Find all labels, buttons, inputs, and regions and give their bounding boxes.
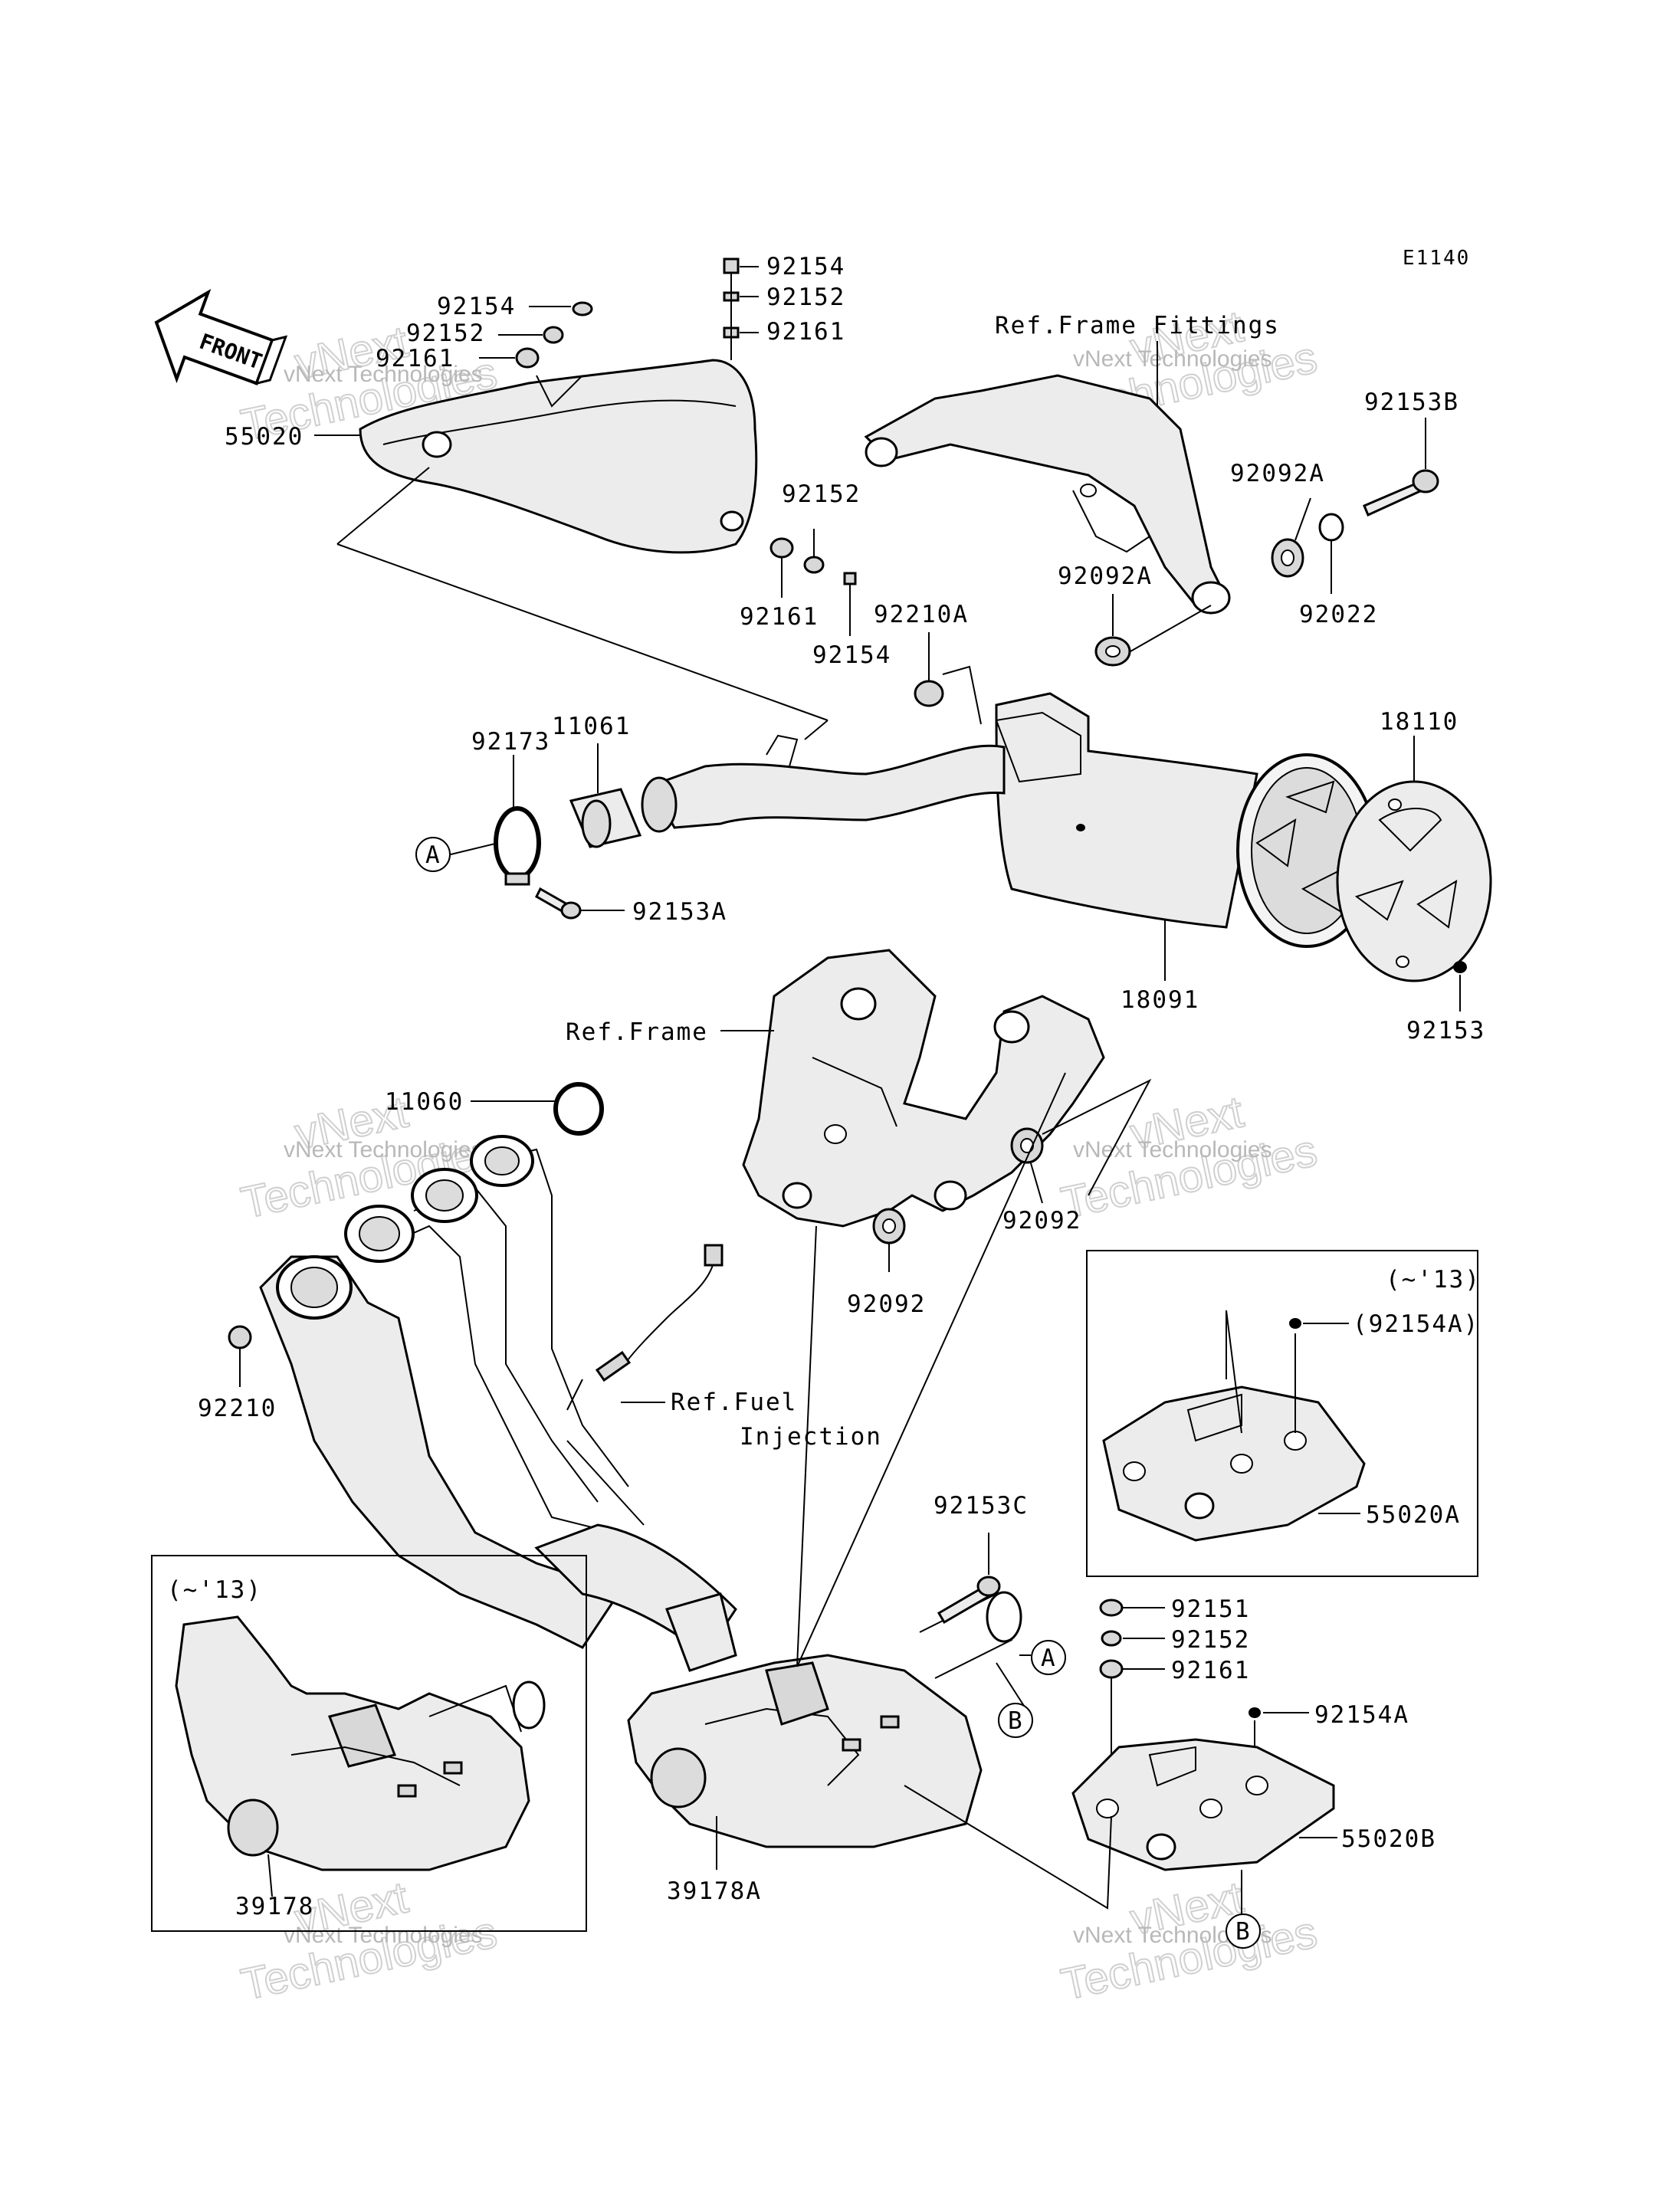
svg-text:vNext Technologies: vNext Technologies — [284, 1923, 483, 1948]
bolt-92153c — [937, 1576, 1001, 1625]
svg-text:vNext Technologies: vNext Technologies — [284, 362, 483, 387]
heat-shield-55020a — [1102, 1385, 1366, 1542]
label-92092a-mid: 92092A — [1058, 562, 1153, 590]
label-92152-left: 92152 — [406, 320, 485, 347]
bolt-92153b — [1363, 469, 1439, 517]
svg-text:B: B — [1008, 1707, 1024, 1735]
ref-frame: Ref.Frame — [566, 1018, 708, 1046]
label-92153a: 92153A — [632, 898, 727, 926]
label-55020b: 55020B — [1341, 1825, 1436, 1853]
watermark-mid-right: vNext Technologies vNext Technologies — [1056, 1086, 1322, 1228]
callout-a-right: A — [1031, 1640, 1066, 1675]
label-39178: 39178 — [235, 1893, 314, 1920]
label-92161-mid: 92161 — [740, 603, 819, 631]
oxygen-sensor — [566, 1244, 724, 1411]
label-92154a: 92154A — [1314, 1701, 1409, 1729]
bolt-92153 — [1453, 961, 1467, 973]
label-92153b: 92153B — [1364, 389, 1459, 416]
heat-shield-55020 — [359, 359, 758, 554]
label-92152-br: 92152 — [1171, 1626, 1250, 1654]
svg-text:vNext Technologies: vNext Technologies — [284, 1137, 483, 1162]
label-92153: 92153 — [1406, 1017, 1485, 1044]
label-92154a-paren: (92154A) — [1353, 1310, 1479, 1338]
callout-a-left: A — [415, 837, 451, 872]
frame-ref — [742, 949, 1105, 1228]
label-92022: 92022 — [1299, 601, 1378, 628]
label-92154-top: 92154 — [766, 253, 845, 280]
label-92210: 92210 — [198, 1395, 277, 1422]
label-92173: 92173 — [471, 728, 550, 756]
label-92092-right: 92092 — [1002, 1207, 1081, 1235]
muffler-18091 — [995, 692, 1377, 948]
ref-frame-fittings: Ref.Frame Fittings — [995, 312, 1280, 339]
ref-fuel-line2: Injection — [740, 1423, 882, 1451]
diagram-code: E1140 — [1403, 247, 1470, 270]
sleeve-11061 — [569, 788, 642, 848]
callout-b-mid: B — [998, 1703, 1033, 1738]
end-cap-18110 — [1336, 780, 1492, 982]
label-55020: 55020 — [225, 423, 304, 451]
muffler-39178a — [627, 1591, 1022, 1848]
nut-92210a — [914, 680, 944, 707]
grommet-92092a-top — [1271, 538, 1304, 578]
svg-text:vNext Technologies: vNext Technologies — [1073, 346, 1272, 372]
exhaust-header — [259, 1135, 737, 1672]
label-39178a: 39178A — [667, 1877, 762, 1905]
svg-text:A: A — [1041, 1644, 1057, 1672]
ref-fuel-line1: Ref.Fuel — [671, 1389, 797, 1416]
label-92154-left: 92154 — [437, 293, 516, 320]
label-11061: 11061 — [552, 713, 631, 740]
inset-bottom-left-label: (~'13) — [167, 1576, 262, 1604]
nut-92210 — [228, 1325, 252, 1349]
heat-shield-55020b — [1071, 1738, 1335, 1871]
inset-bottom-left — [151, 1555, 587, 1932]
callout-b-bottom: B — [1226, 1913, 1261, 1949]
gasket-11060 — [553, 1082, 604, 1136]
front-arrow-icon: FRONT — [154, 288, 288, 385]
label-92161-br: 92161 — [1171, 1657, 1250, 1684]
inset-top-right — [1086, 1250, 1478, 1577]
label-18091: 18091 — [1121, 986, 1199, 1014]
label-92151: 92151 — [1171, 1595, 1250, 1623]
screw-stack-left — [479, 301, 593, 369]
label-92154-mid: 92154 — [812, 641, 891, 669]
inset-top-right-label: (~'13) — [1386, 1266, 1481, 1294]
screw-stack-bottom-right — [1099, 1599, 1124, 1679]
label-92092-bottom: 92092 — [847, 1290, 926, 1318]
grommet-92092a-mid — [1094, 636, 1131, 667]
washer-92022 — [1318, 513, 1344, 542]
label-92210a: 92210A — [874, 601, 969, 628]
label-18110: 18110 — [1380, 708, 1459, 736]
label-92152-top: 92152 — [766, 284, 845, 311]
label-92153c: 92153C — [934, 1492, 1029, 1520]
label-92092a-top: 92092A — [1230, 460, 1325, 487]
grommet-92092-bottom — [872, 1208, 906, 1244]
screw-92154a-inset — [1289, 1318, 1301, 1329]
svg-text:vNext Technologies: vNext Technologies — [1073, 1137, 1272, 1162]
muffler-39178 — [175, 1615, 546, 1871]
bolt-92153a — [535, 887, 582, 920]
link-pipe — [641, 734, 1006, 833]
screw-92154a — [1249, 1707, 1261, 1718]
screw-stack-top — [723, 257, 759, 360]
label-92161-left: 92161 — [376, 345, 454, 372]
svg-text:B: B — [1235, 1918, 1252, 1946]
svg-text:A: A — [425, 841, 441, 869]
clamp-92173 — [494, 806, 541, 886]
screw-stack-mid — [769, 529, 857, 636]
label-55020a: 55020A — [1366, 1501, 1461, 1529]
watermark-bottom-right: vNext Technologies vNext Technologies — [1056, 1871, 1322, 2010]
frame-fittings-bracket — [864, 374, 1231, 615]
label-11060: 11060 — [385, 1088, 464, 1116]
label-92152-mid: 92152 — [782, 480, 861, 508]
label-92161-top: 92161 — [766, 318, 845, 346]
